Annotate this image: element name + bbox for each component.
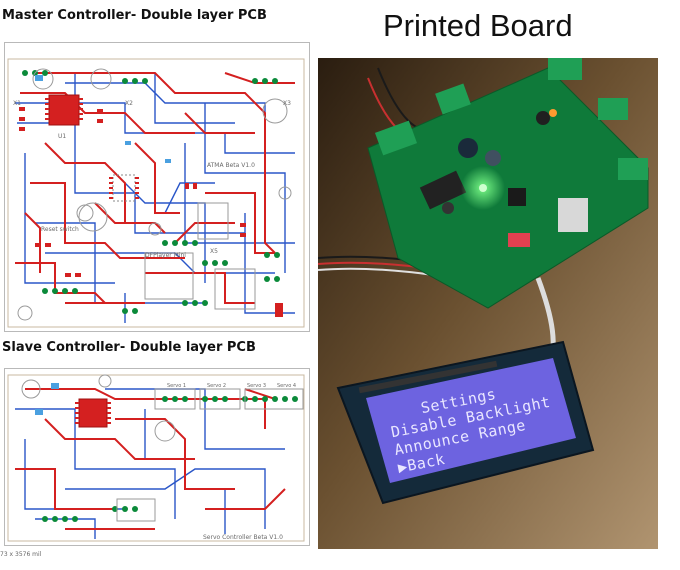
chip-pins: [45, 98, 83, 120]
lcd-header-pins: [358, 360, 498, 394]
slave-pcb-image: Servo 1 Servo 2 Servo 3 Servo 4 Servo Co…: [4, 368, 310, 546]
slave-through-hole-pads: [42, 396, 298, 522]
connector-x1-label: X1: [13, 100, 21, 107]
reset-switch-label: Reset switch: [41, 226, 79, 233]
slave-board-outline: [7, 374, 305, 542]
slave-smd-components: [35, 383, 59, 415]
smd-pads: [19, 107, 283, 317]
silkscreen-outlines: [17, 68, 292, 321]
components: [419, 111, 588, 247]
slave-board-version: Servo Controller Beta V1.0: [203, 534, 283, 541]
slave-pcb-drawing: Servo 1 Servo 2 Servo 3 Servo 4 Servo Co…: [7, 374, 305, 542]
slave-top-traces: [15, 388, 286, 530]
master-board-version: ATMA Beta V1.0: [207, 162, 255, 169]
servo-3-label: Servo 3: [247, 383, 266, 389]
microcontroller-chip: [48, 94, 80, 126]
dfplayer-label: DFPlayer Mini: [145, 252, 186, 259]
lcd-screen: [366, 358, 576, 483]
connector-x3-label: X3: [283, 100, 291, 107]
board-outline: [7, 58, 305, 328]
connector-x5-label: X5: [210, 248, 218, 255]
printed-board-heading: Printed Board: [383, 8, 573, 43]
slave-microcontroller-chip: [78, 398, 108, 428]
slave-pcb-heading: Slave Controller- Double layer PCB: [2, 340, 256, 355]
slave-chip-pins: [75, 402, 111, 424]
printed-board-illustration: [318, 58, 658, 549]
servo-2-label: Servo 2: [207, 383, 226, 389]
secondary-ic: [109, 174, 139, 202]
printed-board-photo: Settings Disable Backlight Announce Rang…: [318, 58, 658, 549]
screw-terminals: [374, 58, 648, 180]
green-led: [479, 184, 487, 192]
connector-x2-label: X2: [125, 100, 133, 107]
servo-4-label: Servo 4: [277, 383, 296, 389]
orange-led: [549, 109, 557, 117]
master-pcb-heading: Master Controller- Double layer PCB: [2, 8, 267, 23]
u1-label: U1: [58, 133, 66, 140]
master-pcb-image: X1 X2 X3 X5 U1 ATMA Beta V1.0 DFPlayer M…: [4, 42, 310, 332]
master-pcb-drawing: X1 X2 X3 X5 U1 ATMA Beta V1.0 DFPlayer M…: [7, 58, 305, 328]
dimension-note: 73 x 3576 mil: [0, 551, 42, 558]
smd-components: [35, 75, 171, 163]
slave-silkscreen: [21, 374, 304, 522]
servo-1-label: Servo 1: [167, 383, 186, 389]
